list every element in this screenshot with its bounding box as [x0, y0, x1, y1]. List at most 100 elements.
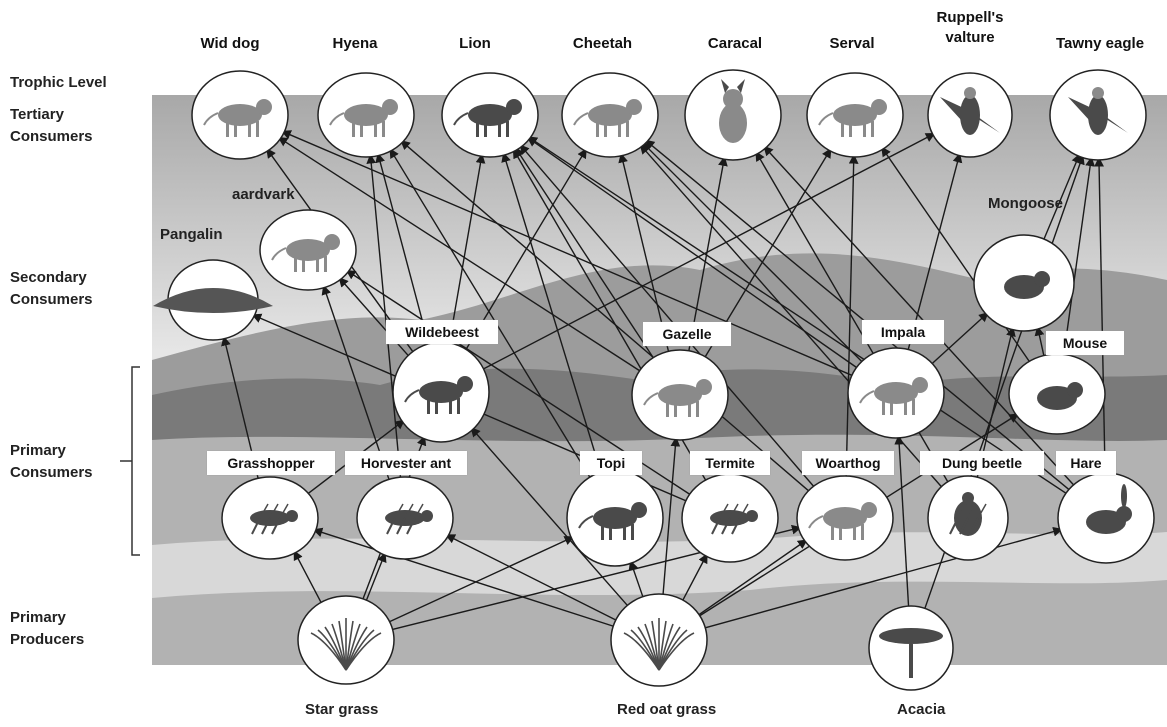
vulture-line-1: Ruppell's: [936, 9, 1004, 26]
termite-icon: [681, 473, 779, 563]
cheetah-icon: [561, 72, 659, 158]
topi-icon: [566, 469, 664, 567]
tertiary-line-1: Tertiary: [10, 106, 64, 123]
arrow-red-oat-to-grasshopper: [312, 527, 618, 629]
serval-icon: [806, 72, 904, 158]
primary-cons-line-1: Primary: [10, 442, 66, 459]
arrow-red-oat-to-termite: [680, 553, 708, 605]
primary-bracket: [131, 366, 140, 556]
arrow-impala-to-wild-dog: [281, 130, 857, 378]
warthog-label: Woarthog: [802, 451, 894, 475]
arrow-hare-to-caracal: [763, 145, 1078, 489]
arrow-warthog-to-lion: [519, 144, 817, 491]
hyena-icon: [317, 72, 415, 158]
ant-icon: [356, 476, 454, 560]
grass-icon: [297, 595, 395, 685]
arrow-ant-to-aardvark: [321, 284, 391, 484]
caracal-icon: [684, 69, 782, 161]
mouse-label: Mouse: [1046, 331, 1124, 355]
arrow-hare-to-cheetah: [644, 139, 1073, 494]
trophic-level-heading: Trophic Level: [10, 74, 107, 91]
ant-label: Horvester ant: [345, 451, 467, 475]
arrow-wildebeest-to-hyena: [375, 152, 431, 349]
arrow-hare-to-eagle: [1094, 156, 1106, 478]
lion-label: Lion: [459, 35, 491, 52]
arrow-gazelle-to-wild-dog: [277, 136, 644, 374]
arrow-impala-to-mongoose: [928, 312, 989, 368]
organism-nodes: [153, 69, 1155, 691]
aardvark-label: aardvark: [232, 186, 295, 203]
arrow-wildebeest-to-cheetah: [462, 148, 587, 354]
wild-dog-icon: [191, 70, 289, 160]
red-oat-grass-label: Red oat grass: [617, 701, 717, 718]
pangolin-icon: [153, 259, 273, 341]
aardvark-icon: [259, 209, 357, 291]
arrow-red-oat-to-hare: [700, 526, 1063, 630]
arrow-topi-to-hyena: [389, 148, 593, 482]
grasshopper-icon: [221, 476, 319, 560]
impala-icon: [847, 347, 945, 439]
warthog-icon: [796, 475, 894, 561]
impala-label: Impala: [862, 320, 944, 344]
topi-label: Topi: [580, 451, 642, 475]
producers-line-1: Primary: [10, 609, 66, 626]
arrow-wildebeest-to-aardvark: [338, 277, 412, 360]
primary-cons-line-2: Consumers: [10, 464, 93, 481]
gazelle-icon: [631, 349, 729, 441]
arrow-star-grass-to-topi: [385, 536, 575, 625]
caracal-label: Caracal: [707, 35, 763, 52]
arrow-wildebeest-to-lion: [447, 153, 486, 348]
mongoose-label: Mongoose: [988, 195, 1063, 212]
wild-dog-label: Wid dog: [200, 35, 260, 52]
grasshopper-label: Grasshopper: [207, 451, 335, 475]
hare-label: Hare: [1056, 451, 1116, 475]
beetle-icon: [927, 475, 1009, 561]
arrow-red-oat-to-gazelle: [661, 436, 681, 599]
arrow-star-grass-to-ant: [364, 552, 387, 605]
gazelle-label: Gazelle: [643, 322, 731, 346]
arrow-red-oat-to-ant: [445, 534, 621, 623]
arrow-mouse-to-eagle: [1062, 156, 1096, 359]
arrow-acacia-to-impala: [894, 434, 910, 611]
wildebeest-icon: [392, 341, 490, 443]
vulture-icon: [927, 72, 1013, 158]
vulture-line-2: valture: [945, 29, 995, 46]
hyena-label: Hyena: [332, 35, 378, 52]
arrow-red-oat-to-wildebeest: [470, 426, 632, 610]
termite-label: Termite: [690, 451, 770, 475]
secondary-line-1: Secondary: [10, 269, 87, 286]
arrow-topi-to-lion: [501, 152, 603, 477]
arrow-impala-to-cheetah: [642, 142, 866, 366]
lion-icon: [441, 72, 539, 158]
cheetah-label: Cheetah: [572, 35, 633, 52]
eagle-label: Tawny eagle: [1055, 35, 1145, 52]
star-grass-label: Star grass: [305, 701, 379, 718]
vulture-label: Ruppell's valture: [920, 8, 1020, 48]
serval-label: Serval: [829, 35, 875, 52]
arrow-gazelle-to-lion: [515, 147, 657, 362]
arrow-mouse-to-mongoose: [1034, 325, 1046, 360]
arrow-hare-to-lion: [527, 136, 1071, 497]
dung-beetle-label: Dung beetle: [920, 451, 1044, 475]
arrow-warthog-to-serval: [845, 153, 859, 481]
hare-icon: [1057, 472, 1155, 564]
arrow-red-oat-to-topi: [628, 559, 646, 602]
acacia-label: Acacia: [897, 701, 946, 718]
arrow-ant-to-hyena: [366, 153, 402, 482]
mouse-icon: [1008, 353, 1106, 435]
tertiary-line-2: Consumers: [10, 128, 93, 145]
arrow-warthog-to-hyena: [400, 140, 813, 495]
arrow-red-oat-to-warthog: [694, 539, 808, 618]
arrow-star-grass-to-grasshopper: [293, 550, 324, 607]
arrow-mongoose-to-eagle: [1041, 153, 1081, 244]
pangolin-label: Pangalin: [160, 226, 223, 243]
secondary-line-2: Consumers: [10, 291, 93, 308]
tree-icon: [868, 605, 954, 691]
mongoose-icon: [973, 234, 1075, 332]
grass-icon: [610, 593, 708, 687]
